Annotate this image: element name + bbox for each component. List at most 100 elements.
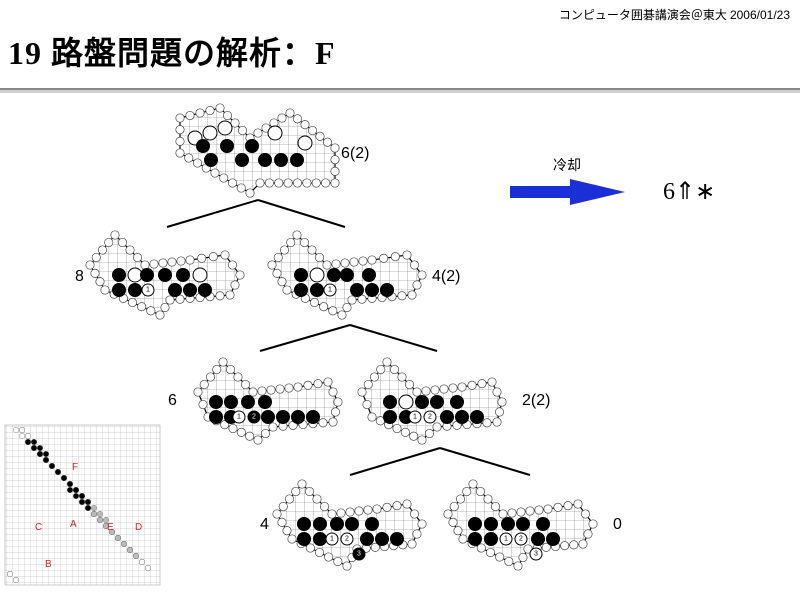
edge-white-stone: [455, 494, 466, 504]
edge-white-stone: [462, 486, 472, 497]
board-right1: 1: [267, 230, 427, 320]
edge-white-stone: [215, 103, 225, 113]
edge-white-stone: [314, 547, 325, 558]
minimap-stone: [31, 445, 38, 452]
move-sequence: 1: [323, 283, 337, 297]
edge-white-stone: [272, 268, 282, 278]
white-stone: [192, 267, 208, 283]
event-name: コンピュータ囲碁講演会＠東大: [558, 8, 727, 22]
edge-white-stone: [583, 529, 593, 539]
black-stone: [531, 532, 545, 546]
edge-white-stone: [215, 291, 225, 301]
black-stone: [235, 153, 249, 167]
edge-white-stone: [376, 364, 386, 375]
edge-white-stone: [266, 385, 276, 395]
edge-white-stone: [402, 499, 412, 509]
black-stone: [365, 283, 379, 297]
edge-white-stone: [407, 539, 417, 549]
edge-white-stone: [430, 385, 440, 395]
edge-white-stone: [363, 505, 373, 515]
black-stone: [313, 517, 327, 531]
edge-white-stone: [580, 509, 591, 519]
black-stone: [375, 532, 389, 546]
black-stone: [484, 517, 498, 531]
black-stone: [158, 268, 172, 282]
white-stone: [297, 135, 313, 151]
edge-white-stone: [175, 148, 185, 158]
edge-white-stone: [292, 178, 303, 188]
black-stone: [294, 268, 308, 282]
edge-white-stone: [314, 252, 325, 263]
edge-white-stone: [330, 155, 340, 165]
edge-white-stone: [409, 260, 420, 270]
minimap-stone: [144, 565, 151, 572]
minimap-stone: [84, 499, 91, 506]
white-stone: [217, 120, 233, 136]
edge-white-stone: [483, 494, 493, 504]
edge-white-stone: [245, 188, 255, 198]
edge-white-stone: [286, 237, 296, 248]
edge-white-stone: [370, 542, 380, 552]
edge-white-stone: [392, 501, 402, 511]
minimap-stone: [90, 511, 97, 518]
edge-white-stone: [305, 543, 315, 553]
minimap-stone: [102, 523, 109, 530]
edge-white-stone: [300, 120, 310, 130]
black-stone: [196, 139, 210, 153]
minimap-label-b: B: [45, 559, 52, 570]
move-stone: [325, 532, 339, 546]
edge-white-stone: [573, 499, 583, 509]
edge-white-stone: [449, 501, 459, 512]
black-stone: [224, 395, 238, 409]
edge-white-stone: [312, 494, 322, 504]
edge-white-stone: [90, 268, 100, 278]
move-stone: [141, 283, 155, 297]
edge-white-stone: [257, 386, 267, 396]
black-stone: [327, 268, 341, 282]
minimap-stone: [37, 445, 44, 452]
black-stone: [276, 410, 290, 424]
black-stone: [399, 410, 413, 424]
edge-white-stone: [569, 540, 579, 550]
move-stone: [323, 283, 337, 297]
edge-white-stone: [349, 257, 359, 267]
edge-white-stone: [504, 556, 514, 567]
edge-white-stone: [407, 290, 417, 300]
title-divider-shadow: [0, 90, 800, 93]
board-root: [175, 103, 340, 198]
move-sequence: 1: [141, 283, 155, 297]
edge-white-stone: [195, 108, 205, 118]
move-stone: [529, 547, 543, 561]
edge-white-stone: [222, 110, 233, 121]
edge-white-stone: [297, 479, 307, 489]
edge-white-stone: [85, 260, 95, 270]
black-stone: [290, 153, 304, 167]
black-stone: [383, 395, 397, 409]
black-stone: [258, 395, 272, 409]
edge-white-stone: [424, 428, 435, 439]
edge-white-stone: [205, 105, 215, 116]
move-stone: [499, 532, 513, 546]
black-stone: [536, 517, 550, 531]
edge-white-stone: [260, 428, 271, 439]
edge-white-stone: [421, 386, 431, 396]
edge-white-stone: [97, 245, 108, 255]
edge-white-stone: [185, 255, 195, 265]
value-left3: 4: [260, 516, 269, 533]
edge-white-stone: [333, 397, 343, 407]
edge-white-stone: [132, 252, 143, 263]
move-number: 1: [413, 414, 417, 421]
minimap-stone: [72, 493, 79, 500]
edge-white-stone: [543, 504, 553, 514]
black-stone: [291, 410, 305, 424]
edge-white-stone: [560, 541, 570, 551]
edge-white-stone: [287, 534, 297, 544]
edge-white-stone: [299, 237, 310, 248]
black-stone: [468, 517, 482, 531]
edge-white-stone: [534, 505, 544, 515]
